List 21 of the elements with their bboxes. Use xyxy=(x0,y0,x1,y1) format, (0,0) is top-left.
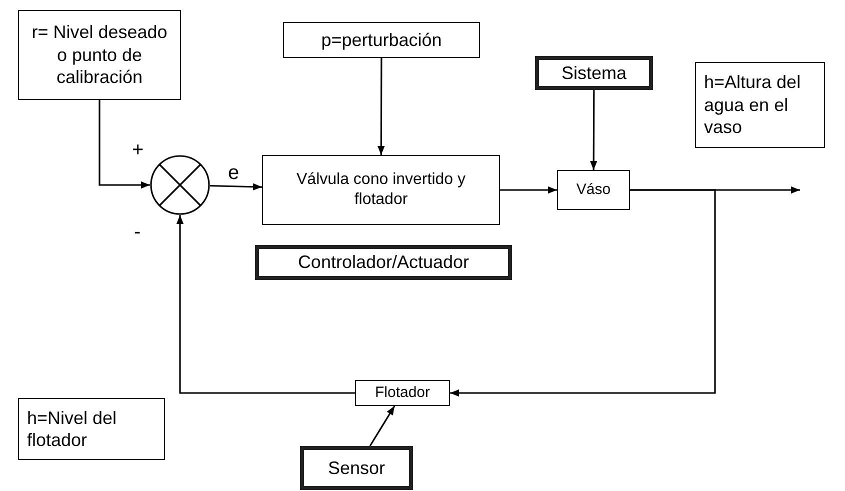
arrow xyxy=(176,215,355,394)
arrow xyxy=(210,183,262,190)
summing-junction xyxy=(150,155,210,215)
block-box: Flotador xyxy=(355,380,450,406)
sign-label: - xyxy=(134,222,141,242)
label-box: Controlador/Actuador xyxy=(255,245,512,280)
arrow xyxy=(378,58,385,155)
sign-label: + xyxy=(132,140,144,160)
label-box: Sistema xyxy=(535,56,653,90)
arrow xyxy=(450,189,716,397)
block-box: h=Altura del agua en el vaso xyxy=(695,62,825,148)
block-box: r= Nivel deseado o punto de calibración xyxy=(18,10,181,100)
label-box: Sensor xyxy=(300,446,413,490)
arrow xyxy=(590,90,598,170)
arrow xyxy=(500,186,557,194)
arrow xyxy=(98,100,150,189)
block-box: p=perturbación xyxy=(283,22,480,58)
block-box: h=Nivel del flotador xyxy=(18,398,165,460)
arrow xyxy=(369,406,396,446)
block-box: Váso xyxy=(557,170,630,210)
block-box: Válvula cono invertido y flotador xyxy=(262,155,500,225)
